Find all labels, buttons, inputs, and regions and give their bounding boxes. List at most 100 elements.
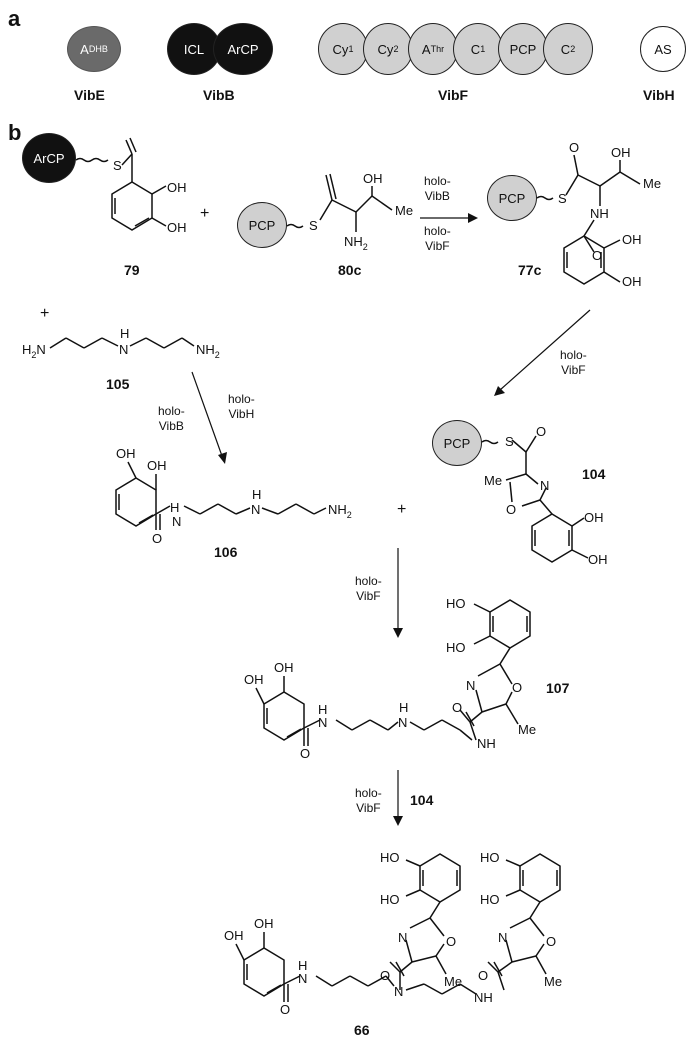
structure-66-right-oxazoline: [487, 853, 561, 991]
pcp-carrier-80c: PCP: [237, 202, 287, 248]
compound-66: 66: [354, 1022, 370, 1038]
structure-107: [459, 599, 531, 741]
arcp-carrier-79: ArCP: [22, 133, 76, 183]
reagent-4: holo- VibF: [355, 574, 382, 604]
atom-n-104: N: [540, 478, 549, 493]
atom-nh-66: NH: [474, 990, 493, 1005]
structure-77c: [536, 154, 641, 285]
compound-79: 79: [124, 262, 140, 278]
atom-h-66-amide: H: [298, 958, 307, 973]
reagent-1-top: holo- VibB: [424, 174, 451, 204]
atom-oh-104a: OH: [584, 510, 604, 525]
atom-s-80c: S: [309, 218, 318, 233]
reagent-3-left-line2: VibB: [158, 419, 184, 433]
panel-label-b: b: [8, 120, 22, 145]
atom-o-107-ring: O: [512, 680, 522, 695]
domain-c2-label: C: [560, 41, 571, 57]
atom-h-107-mid: H: [399, 700, 408, 715]
reagent-5-line2: VibF: [356, 801, 381, 815]
atom-s-104: S: [505, 434, 514, 449]
structure-106: [115, 461, 327, 530]
structure-104: [481, 435, 589, 563]
atom-o-66c: O: [380, 968, 390, 983]
atom-o-66-amide: O: [280, 1002, 290, 1017]
atom-oh-77c-b: OH: [622, 274, 642, 289]
atom-n-66a: N: [398, 930, 407, 945]
arrow-3-head: [218, 452, 227, 464]
atom-me-77c: Me: [643, 176, 661, 191]
atom-n-107-mid: N: [398, 715, 407, 730]
atom-n-107-amide: N: [318, 715, 327, 730]
plus-3: +: [397, 501, 406, 518]
pcp-carrier-77c-label: PCP: [498, 190, 526, 206]
atom-h2n-105: H2N: [22, 342, 46, 360]
atom-oh-106a: OH: [116, 446, 136, 461]
plus-2: +: [40, 305, 49, 322]
reagent-1-bottom-line2: VibF: [425, 239, 450, 253]
domain-athr-label: A: [421, 41, 431, 57]
panel-label-a: a: [8, 6, 21, 31]
atom-ho-66d: HO: [480, 892, 500, 907]
reagent-4-line2: VibF: [356, 589, 381, 603]
atom-o-107-amide: O: [300, 746, 310, 761]
atom-oh-66f: OH: [254, 916, 274, 931]
atom-oh-107d: OH: [274, 660, 294, 675]
compound-106: 106: [214, 544, 238, 560]
atom-me-66b: Me: [544, 974, 562, 989]
atom-me-66a: Me: [444, 974, 462, 989]
protein-vibf: VibF: [438, 87, 469, 103]
structure-107-catechol-chain: [255, 676, 473, 746]
arrow-1-head: [468, 213, 478, 223]
compound-77c: 77c: [518, 262, 542, 278]
atom-me-107: Me: [518, 722, 536, 737]
plus-1: +: [200, 205, 209, 222]
domain-arcp-label: ArCP: [227, 41, 259, 57]
protein-vibh: VibH: [643, 87, 675, 103]
domain-c2-sub: 2: [570, 44, 576, 54]
arrow-4-head: [393, 628, 403, 638]
atom-o-104-ring: O: [506, 502, 516, 517]
domain-icl-label: ICL: [183, 41, 205, 57]
structure-80c: [286, 173, 393, 232]
arcp-carrier-79-label: ArCP: [33, 150, 65, 166]
atom-h-105: H: [120, 326, 129, 341]
reagent-3-left: holo- VibB: [158, 404, 185, 434]
domain-as: AS: [640, 26, 686, 72]
domain-as-label: AS: [654, 41, 672, 57]
atom-n-66b: N: [498, 930, 507, 945]
protein-vibb: VibB: [203, 87, 235, 103]
reagent-1-top-line1: holo-: [424, 174, 451, 188]
domain-cy1-sub: 1: [348, 44, 354, 54]
compound-105: 105: [106, 376, 130, 392]
atom-ho-66c: HO: [480, 850, 500, 865]
atom-n-66-amide: N: [298, 971, 307, 986]
reagent-4-line1: holo-: [355, 574, 382, 588]
reagent-1-bottom-line1: holo-: [424, 224, 451, 238]
domain-arcp: ArCP: [213, 23, 273, 75]
compound-104: 104: [582, 466, 606, 482]
pcp-carrier-104-label: PCP: [443, 435, 471, 451]
atom-nh-77c: NH: [590, 206, 609, 221]
domain-cy2-sub: 2: [393, 44, 399, 54]
domain-pcp-label: PCP: [509, 41, 537, 57]
pcp-carrier-80c-label: PCP: [248, 217, 276, 233]
structure-66-chain: [235, 932, 477, 1002]
atom-nh-106: H: [170, 500, 179, 515]
pcp-carrier-77c: PCP: [487, 175, 537, 221]
reagent-1-top-line2: VibB: [424, 189, 450, 203]
reagent-1-bottom: holo- VibF: [424, 224, 451, 254]
arrow-2-head: [494, 386, 505, 396]
atom-oh-106b: OH: [147, 458, 167, 473]
atom-o-77c: O: [569, 140, 579, 155]
atom-oh-104b: OH: [588, 552, 608, 567]
atom-o-106: O: [152, 531, 162, 546]
atom-me-80c: Me: [395, 203, 413, 218]
atom-s-77c: S: [558, 191, 567, 206]
atom-h-106b: H: [252, 487, 261, 502]
